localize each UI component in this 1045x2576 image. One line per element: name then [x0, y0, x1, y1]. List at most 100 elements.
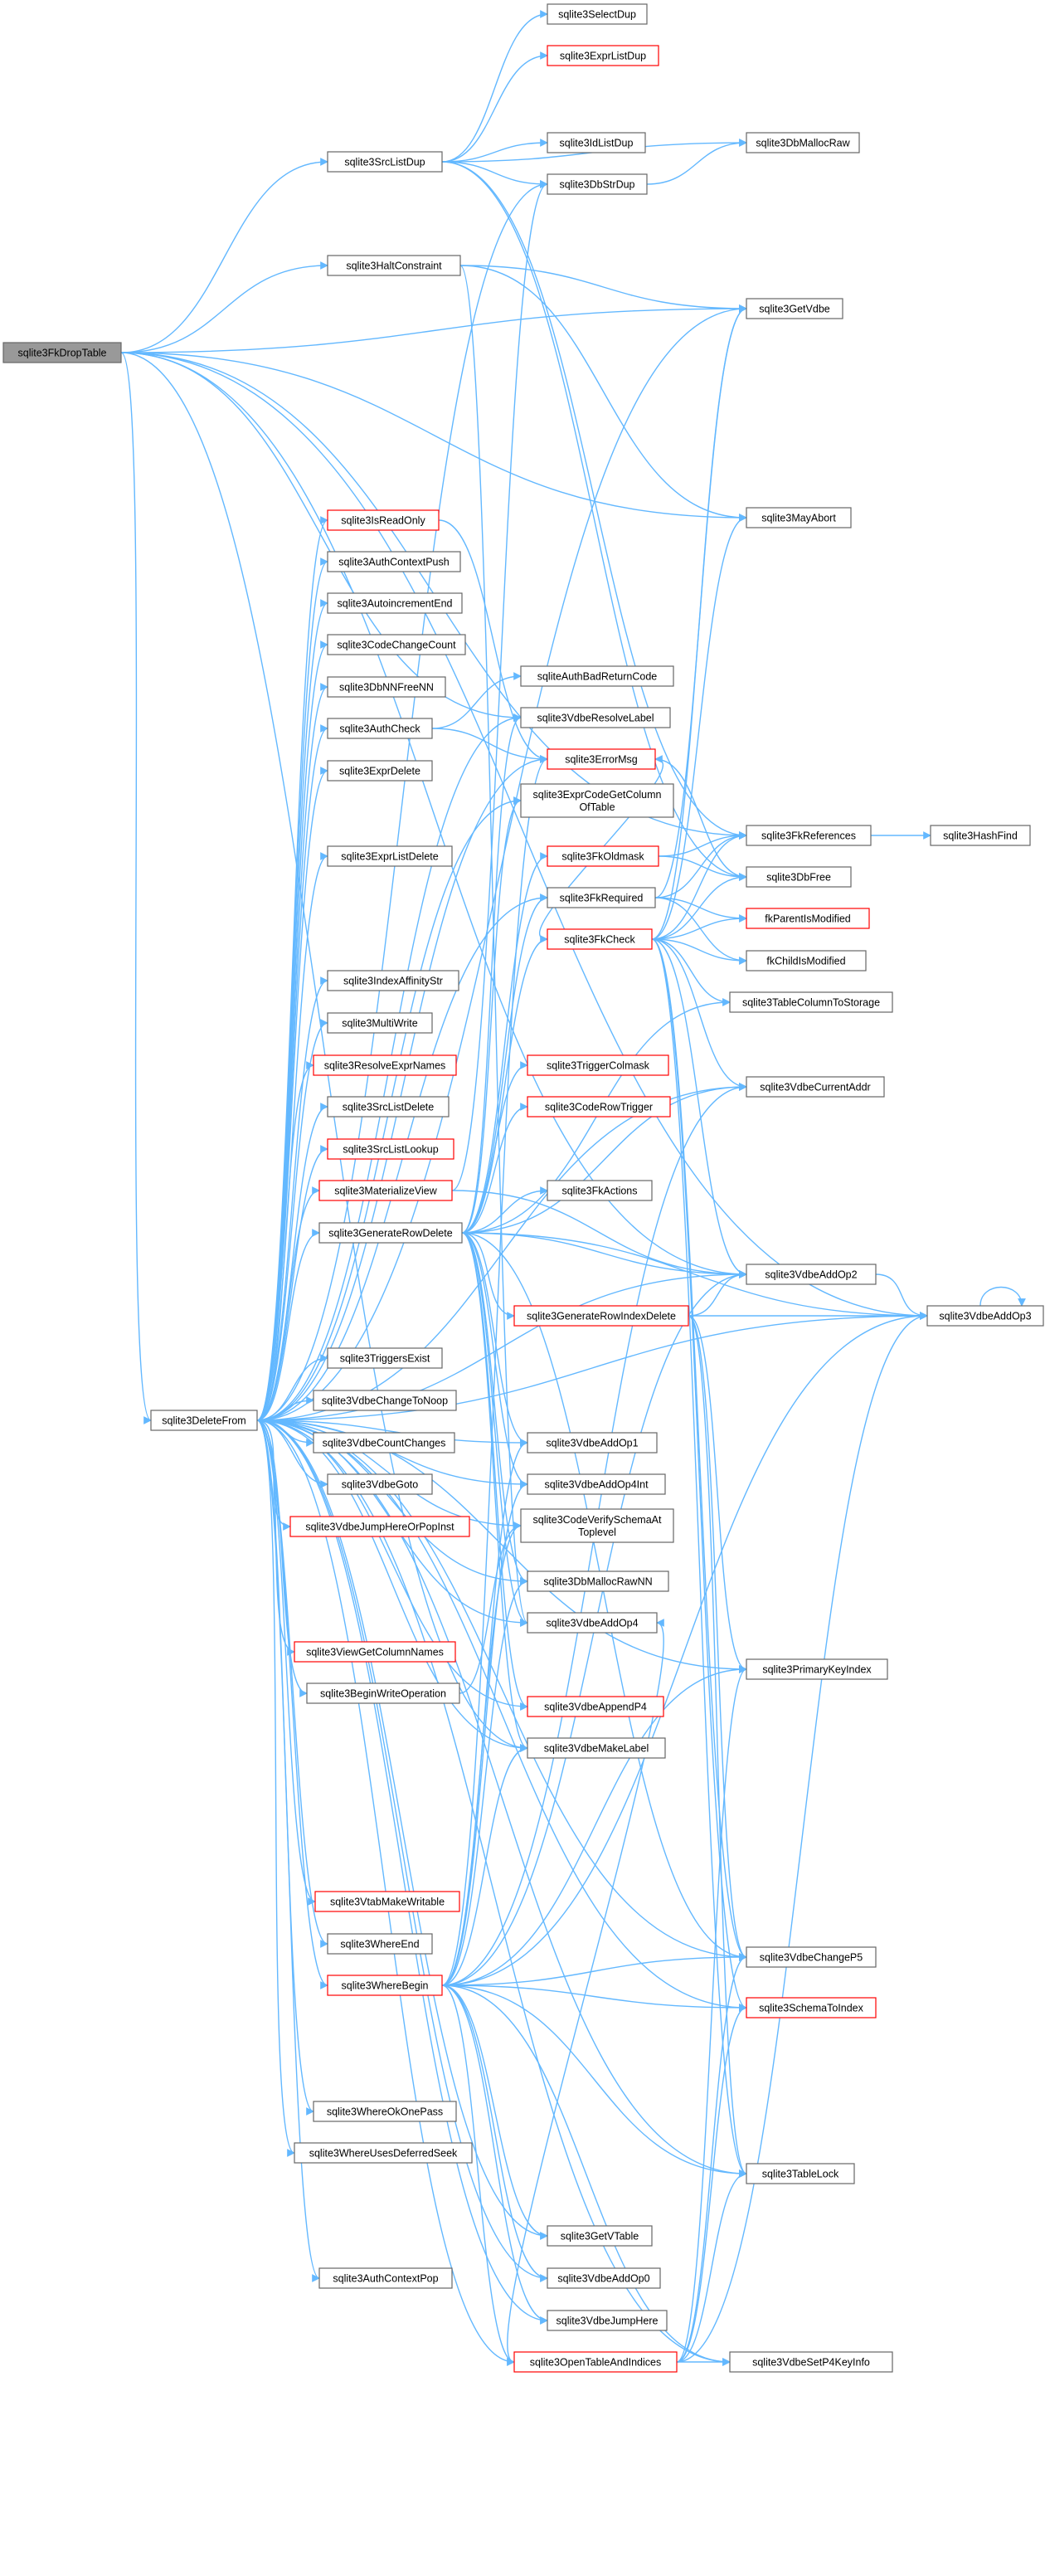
node-dbmallocraw[interactable]: sqlite3DbMallocRaw	[746, 132, 860, 153]
node-wherebegin[interactable]: sqlite3WhereBegin	[327, 1975, 443, 1996]
edge-fkcheck-to-vdbeaddop2	[651, 938, 747, 1278]
node-vdbeaddop2[interactable]: sqlite3VdbeAddOp2	[746, 1264, 877, 1285]
node-generaterowdelete[interactable]: sqlite3GenerateRowDelete	[318, 1222, 463, 1244]
node-getvdbe[interactable]: sqlite3GetVdbe	[746, 298, 843, 319]
node-vdbejumphere[interactable]: sqlite3VdbeJumpHere	[547, 2310, 668, 2331]
node-label: sqlite3ErrorMsg	[565, 754, 638, 766]
edge-wherebegin-to-vdbejumphere	[441, 1984, 548, 2325]
node-vdbeaddop4[interactable]: sqlite3VdbeAddOp4	[527, 1612, 658, 1634]
node-autoincend[interactable]: sqlite3AutoincrementEnd	[327, 592, 463, 614]
node-label: sqlite3VdbeChangeToNoop	[322, 1395, 448, 1407]
node-dbnnfreenn[interactable]: sqlite3DbNNFreeNN	[327, 676, 446, 698]
node-whereusesdeferredseek[interactable]: sqlite3WhereUsesDeferredSeek	[294, 2142, 473, 2164]
node-beginwriteoperation[interactable]: sqlite3BeginWriteOperation	[306, 1682, 460, 1704]
node-vtabmakewritable[interactable]: sqlite3VtabMakeWritable	[314, 1891, 460, 1912]
edge-generaterowdelete-to-vdbemakelabel	[461, 1232, 528, 1752]
node-idlistdup[interactable]: sqlite3IdListDup	[547, 132, 646, 153]
node-hashfind[interactable]: sqlite3HashFind	[930, 825, 1031, 846]
node-vdberesolvelabel[interactable]: sqlite3VdbeResolveLabel	[520, 707, 671, 728]
node-root[interactable]: sqlite3FkDropTable	[2, 342, 122, 363]
node-box	[520, 665, 674, 687]
node-haltconstraint[interactable]: sqlite3HaltConstraint	[327, 255, 461, 276]
node-vdbegoto[interactable]: sqlite3VdbeGoto	[327, 1473, 433, 1495]
node-vdbechangetonoop[interactable]: sqlite3VdbeChangeToNoop	[313, 1390, 457, 1411]
node-fkparentismodified[interactable]: fkParentIsModified	[746, 908, 870, 929]
node-vdbesetp4keyinfo[interactable]: sqlite3VdbeSetP4KeyInfo	[729, 2351, 893, 2373]
node-gettable[interactable]: sqlite3GetVTable	[547, 2225, 653, 2247]
node-dbmallocrawnn[interactable]: sqlite3DbMallocRawNN	[527, 1570, 669, 1592]
edge-root-to-haltconstraint	[120, 261, 328, 353]
node-schematoindex[interactable]: sqlite3SchemaToIndex	[746, 1997, 877, 2018]
node-label: Toplevel	[578, 1527, 616, 1538]
node-label: sqlite3HaltConstraint	[346, 261, 442, 272]
node-label: sqlite3HashFind	[943, 830, 1018, 842]
node-opentableandindices[interactable]: sqlite3OpenTableAndIndices	[513, 2351, 678, 2373]
node-triggersexist[interactable]: sqlite3TriggersExist	[327, 1347, 443, 1369]
node-deletefrom[interactable]: sqlite3DeleteFrom	[150, 1410, 258, 1431]
node-vdbeaddop0[interactable]: sqlite3VdbeAddOp0	[547, 2267, 661, 2289]
node-vdbecountchanges[interactable]: sqlite3VdbeCountChanges	[313, 1432, 455, 1454]
node-generaterowindexdelete[interactable]: sqlite3GenerateRowIndexDelete	[513, 1305, 689, 1327]
node-triggercolmask[interactable]: sqlite3TriggerColmask	[527, 1054, 669, 1076]
node-box	[289, 1516, 470, 1537]
node-dbfree[interactable]: sqlite3DbFree	[746, 866, 852, 888]
node-box	[313, 1390, 457, 1411]
node-indexaffinitystr[interactable]: sqlite3IndexAffinityStr	[327, 970, 459, 991]
edge-opentableandindices-to-vdbeaddop3	[676, 1312, 928, 2363]
edge-deletefrom-to-vdbeaddop3	[256, 1312, 928, 1421]
node-dbstrdup[interactable]: sqlite3DbStrDup	[547, 173, 648, 195]
node-vdbeaddop1[interactable]: sqlite3VdbeAddOp1	[527, 1432, 658, 1454]
node-exprlistdup[interactable]: sqlite3ExprListDup	[547, 45, 659, 66]
node-multiwrite[interactable]: sqlite3MultiWrite	[327, 1012, 433, 1034]
node-fkactions[interactable]: sqlite3FkActions	[547, 1180, 653, 1201]
node-authcheck[interactable]: sqlite3AuthCheck	[327, 718, 433, 739]
node-errormsg[interactable]: sqlite3ErrorMsg	[547, 748, 656, 770]
node-fkoldmask[interactable]: sqlite3FkOldmask	[547, 845, 659, 867]
node-srclistdup[interactable]: sqlite3SrcListDup	[327, 151, 443, 173]
edge-wherebegin-to-tablelock	[441, 1984, 747, 2178]
edge-generaterowindexdelete-to-vdbeaddop2	[688, 1270, 747, 1317]
node-box	[527, 1096, 671, 1118]
node-vdbemakelabel[interactable]: sqlite3VdbeMakeLabel	[527, 1737, 666, 1759]
node-authbadreturncode[interactable]: sqliteAuthBadReturnCode	[520, 665, 674, 687]
edge-fkcheck-to-vdbecurrentaddr	[651, 938, 747, 1091]
node-vdbeappendp4[interactable]: sqlite3VdbeAppendP4	[527, 1696, 664, 1717]
node-materializeview[interactable]: sqlite3MaterializeView	[318, 1180, 453, 1201]
edge-wherebegin-to-vdbesetp4keyinfo	[441, 1984, 731, 2366]
node-vdbeaddop3[interactable]: sqlite3VdbeAddOp3	[926, 1305, 1044, 1327]
node-fkrequired[interactable]: sqlite3FkRequired	[547, 887, 656, 908]
node-vdbecurrentaddr[interactable]: sqlite3VdbeCurrentAddr	[746, 1076, 885, 1098]
node-codechangecount[interactable]: sqlite3CodeChangeCount	[327, 634, 466, 655]
node-exprdelete[interactable]: sqlite3ExprDelete	[327, 760, 433, 782]
node-resolveexprnames[interactable]: sqlite3ResolveExprNames	[313, 1054, 457, 1076]
node-box	[327, 1933, 433, 1955]
node-exprlistdelete[interactable]: sqlite3ExprListDelete	[327, 845, 453, 867]
node-whereend[interactable]: sqlite3WhereEnd	[327, 1933, 433, 1955]
node-srclistdelete[interactable]: sqlite3SrcListDelete	[327, 1096, 450, 1118]
node-vdbechangep5[interactable]: sqlite3VdbeChangeP5	[746, 1946, 877, 1968]
node-vdbejumphereorpopinst[interactable]: sqlite3VdbeJumpHereOrPopInst	[289, 1516, 470, 1537]
node-isreadonly[interactable]: sqlite3IsReadOnly	[327, 509, 440, 531]
node-viewgetcolumnnames[interactable]: sqlite3ViewGetColumnNames	[294, 1641, 456, 1663]
node-label: sqlite3ExprListDelete	[341, 851, 438, 863]
node-whereokonepass[interactable]: sqlite3WhereOkOnePass	[313, 2101, 457, 2122]
node-authcontextpop[interactable]: sqlite3AuthContextPop	[318, 2267, 453, 2289]
node-fkcheck[interactable]: sqlite3FkCheck	[547, 928, 653, 950]
node-authcontextpush[interactable]: sqlite3AuthContextPush	[327, 551, 461, 572]
node-selectdup[interactable]: sqlite3SelectDup	[547, 3, 648, 25]
node-fkchildismodified[interactable]: fkChildIsModified	[746, 950, 867, 971]
node-primarykeyindex[interactable]: sqlite3PrimaryKeyIndex	[746, 1658, 888, 1680]
node-mayabort[interactable]: sqlite3MayAbort	[746, 507, 852, 528]
node-tablecolumntostorage[interactable]: sqlite3TableColumnToStorage	[729, 991, 893, 1013]
node-label: sqlite3PrimaryKeyIndex	[762, 1664, 872, 1676]
node-fkreferences[interactable]: sqlite3FkReferences	[746, 825, 872, 846]
edge-haltconstraint-to-mayabort	[459, 265, 747, 522]
node-box	[746, 132, 860, 153]
node-coderowtrigger[interactable]: sqlite3CodeRowTrigger	[527, 1096, 671, 1118]
node-tablelock[interactable]: sqlite3TableLock	[746, 2163, 855, 2184]
node-box	[746, 1658, 888, 1680]
node-srclistlookup[interactable]: sqlite3SrcListLookup	[327, 1138, 454, 1160]
node-vdbeaddop4int[interactable]: sqlite3VdbeAddOp4Int	[527, 1473, 666, 1495]
